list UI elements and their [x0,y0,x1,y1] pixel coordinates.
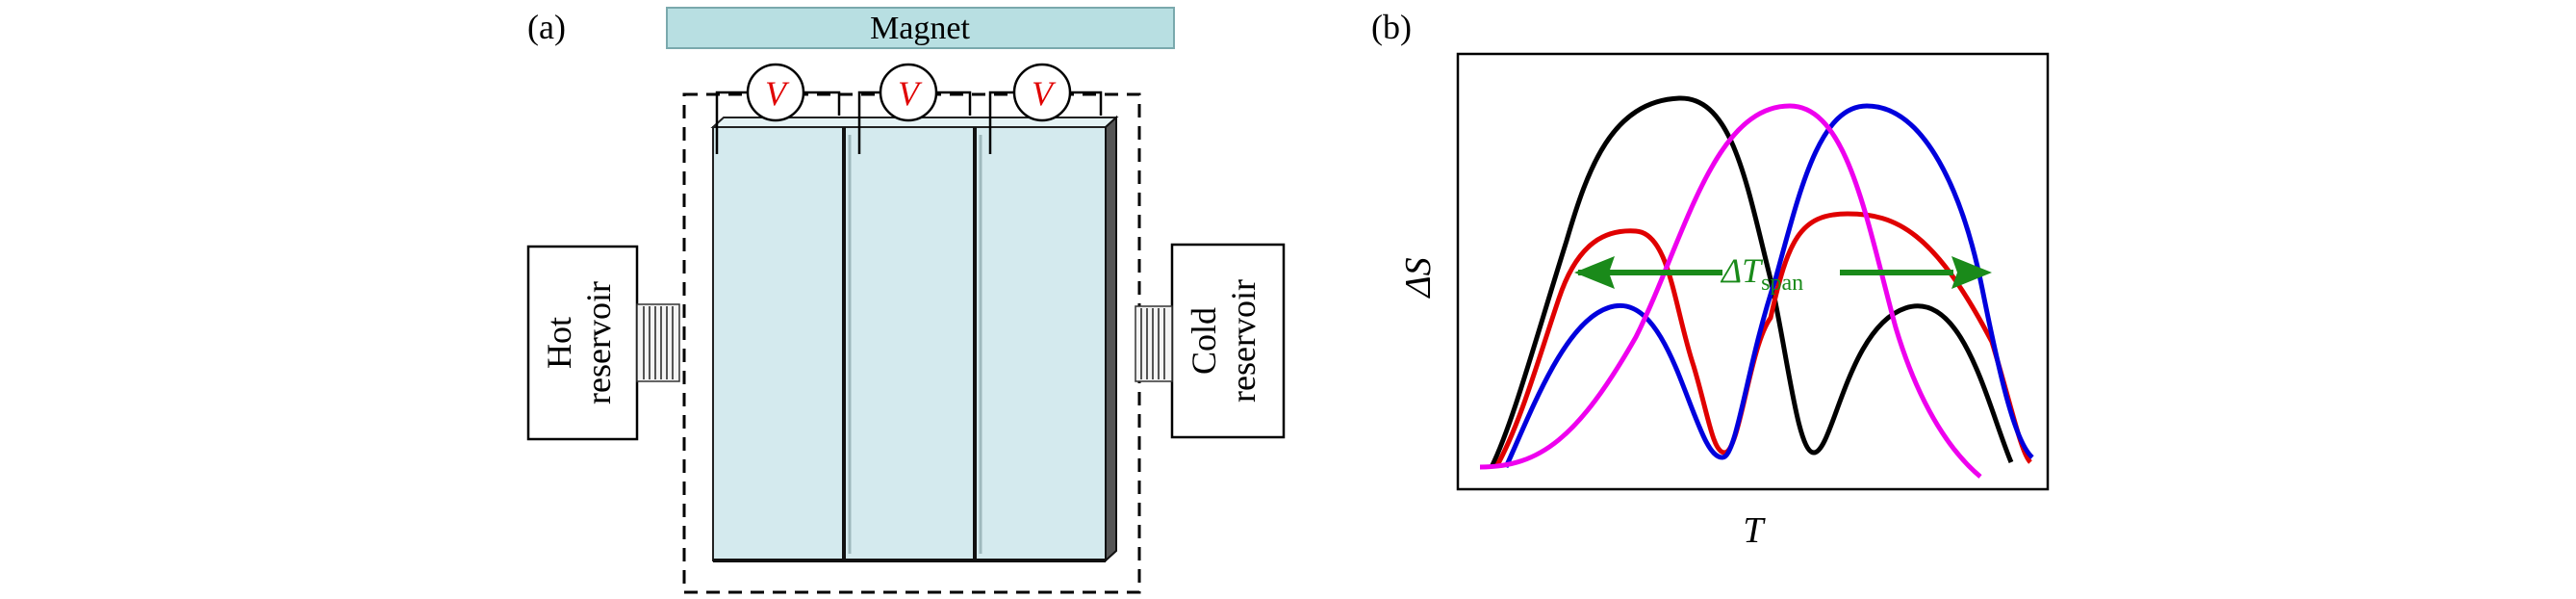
voltmeter-3: V [1012,63,1072,122]
panel-b: (b) ΔS T ΔTspan [1371,8,2050,551]
curve-blue [1503,103,2034,469]
curve-black [1489,95,2014,469]
span-label-main: ΔT [1720,251,1764,290]
plate-side-edge [1105,115,1117,563]
curve-red [1493,211,2032,469]
plate-1 [712,126,845,561]
span-arrow-left-head [1574,256,1615,289]
curve-magenta [1479,103,1982,479]
cold-reservoir: Cold reservoir [1170,243,1286,439]
span-label-sub: span [1761,271,1803,296]
panel-a-label: (a) [527,8,566,46]
y-axis-label: ΔS [1398,257,1439,299]
voltmeter-wiring [715,91,1103,154]
voltmeter-2-symbol: V [898,74,923,113]
span-label: ΔTspan [1720,251,1803,296]
magnet-bar [666,7,1175,49]
plate-3 [974,126,1107,561]
plate-stack [710,115,1119,563]
span-arrow-right-head [1951,256,1992,289]
voltmeter-3-symbol: V [1032,74,1057,113]
panel-a: (a) Magnet [526,7,1286,594]
voltmeter-1: V [746,63,805,122]
cold-reservoir-line1: Cold [1185,307,1223,375]
x-axis-label: T [1743,510,1766,551]
cold-thermal-link [1135,305,1173,382]
hot-thermal-link [636,303,680,382]
hot-reservoir-line1: Hot [540,317,578,369]
panel-b-label: (b) [1371,8,1412,46]
voltmeter-2: V [879,63,938,122]
cold-reservoir-line2: reservoir [1224,279,1262,403]
hot-reservoir: Hot reservoir [526,245,639,441]
magnet-label: Magnet [870,11,970,46]
voltmeter-1-symbol: V [765,74,790,113]
span-arrow [1574,256,1992,289]
plate-2 [843,126,976,561]
hot-reservoir-line2: reservoir [579,281,618,404]
